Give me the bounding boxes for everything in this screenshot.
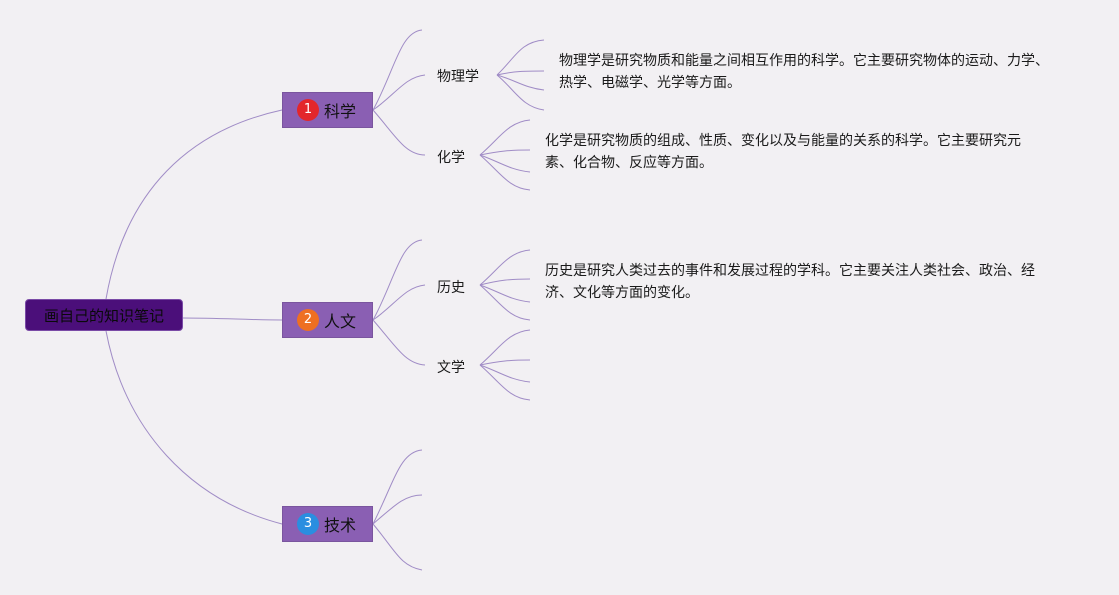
link-root-science [105, 109, 283, 300]
topic-node-chemistry[interactable]: 化学 [437, 150, 465, 166]
number-badge-icon: 3 [297, 513, 319, 535]
link-humanities-fan-top [372, 239, 423, 321]
branch-node-science[interactable]: 1 科学 [282, 92, 373, 128]
branch-node-label: 科学 [324, 102, 357, 121]
link-chemistry-b [479, 154, 531, 173]
note-history[interactable]: 历史是研究人类过去的事件和发展过程的学科。它主要关注人类社会、政治、经济、文化等… [545, 263, 1035, 301]
branch-node-humanities[interactable]: 2 人文 [282, 302, 373, 338]
link-root-humanities [182, 317, 283, 321]
link-technology-a [372, 449, 423, 525]
link-science-fan-top [372, 29, 423, 111]
link-literature-d [479, 364, 531, 401]
link-physics-a [496, 39, 545, 76]
link-science-physics [372, 74, 426, 111]
link-humanities-history [372, 284, 426, 321]
link-chemistry-note [479, 149, 531, 156]
root-node-label: 画自己的知识笔记 [43, 306, 164, 325]
note-chemistry[interactable]: 化学是研究物质的组成、性质、变化以及与能量的关系的科学。它主要研究元素、化合物、… [545, 133, 1021, 171]
branch-node-label: 技术 [324, 516, 357, 535]
note-physics[interactable]: 物理学是研究物质和能量之间相互作用的科学。它主要研究物体的运动、力学、热学、电磁… [559, 53, 1049, 91]
branch-node-label: 人文 [324, 312, 357, 331]
link-literature-a [479, 329, 531, 366]
link-chemistry-c [479, 154, 531, 191]
link-humanities-literature [372, 319, 426, 366]
link-physics-note [496, 70, 545, 76]
link-physics-c [496, 74, 545, 111]
topic-node-history[interactable]: 历史 [437, 280, 465, 296]
link-history-a [479, 249, 531, 286]
topic-node-literature[interactable]: 文学 [437, 360, 465, 376]
link-technology-c [372, 523, 423, 571]
root-node[interactable]: 画自己的知识笔记 [25, 299, 183, 331]
number-badge-icon: 1 [297, 99, 319, 121]
link-root-technology [105, 330, 283, 525]
link-physics-b [496, 74, 545, 91]
link-technology-b [372, 494, 423, 525]
link-history-note [479, 278, 531, 286]
link-chemistry-a [479, 119, 531, 156]
link-science-chemistry [372, 109, 426, 156]
topic-node-physics[interactable]: 物理学 [437, 69, 479, 85]
branch-node-technology[interactable]: 3 技术 [282, 506, 373, 542]
link-literature-c [479, 364, 531, 383]
number-badge-icon: 2 [297, 309, 319, 331]
link-history-b [479, 284, 531, 303]
link-literature-b [479, 359, 531, 366]
link-history-c [479, 284, 531, 321]
